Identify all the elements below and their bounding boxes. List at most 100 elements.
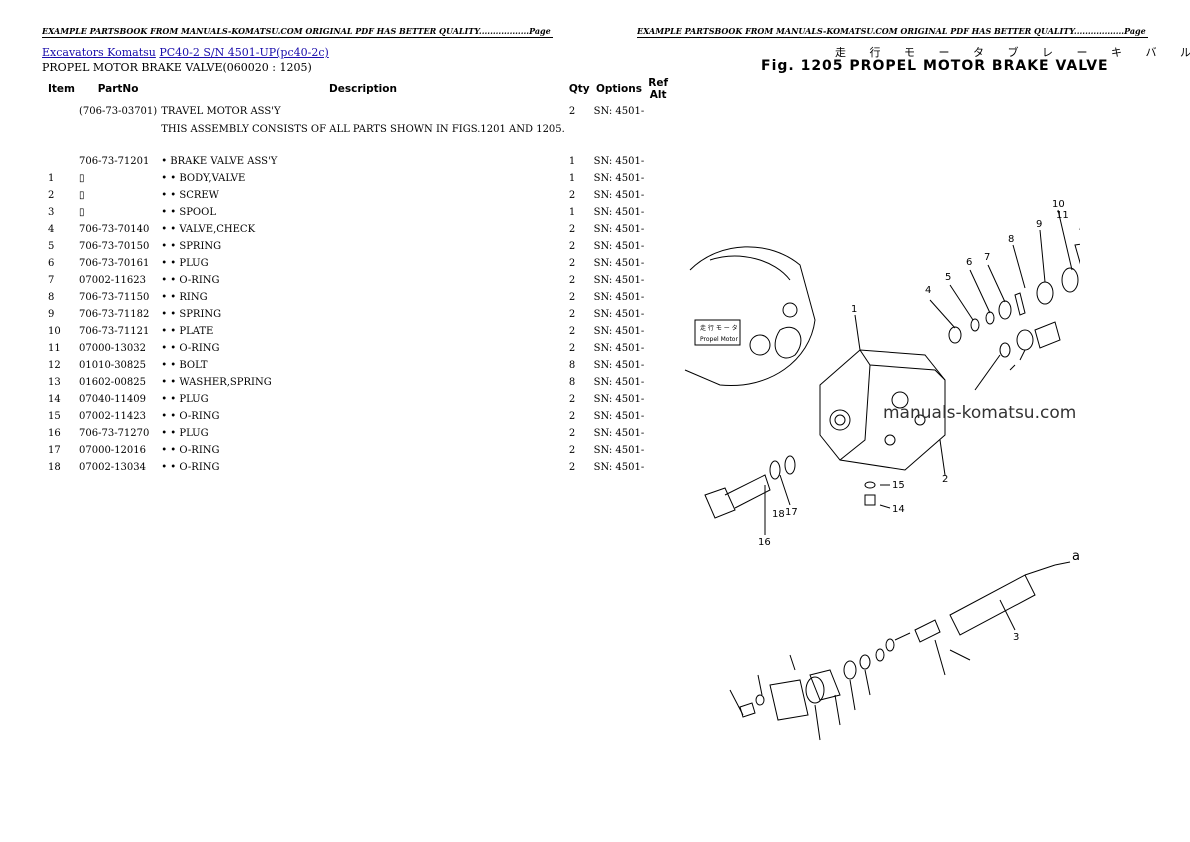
column-header-partno: PartNo bbox=[97, 83, 139, 95]
cell-partno: 706-73-71270 bbox=[79, 428, 150, 439]
cell-partno: 706-73-71182 bbox=[79, 309, 150, 320]
cell-partno: 706-73-71121 bbox=[79, 326, 150, 337]
cell-qty: 2 bbox=[568, 190, 576, 201]
breadcrumb-link-model[interactable]: PC40-2 S/N 4501-UP(pc40-2c) bbox=[159, 46, 329, 59]
cell-description: • • WASHER,SPRING bbox=[161, 377, 272, 388]
table-row: 6 706-73-70161 • • PLUG 2 SN: 4501- bbox=[42, 255, 670, 272]
page-2: EXAMPLE PARTSBOOK FROM MANUALS-KOMATSU.C… bbox=[595, 0, 1190, 842]
cell-options: SN: 4501- bbox=[593, 445, 645, 456]
leader-lines bbox=[729, 209, 1080, 741]
cell-description: • • RING bbox=[161, 292, 208, 303]
cell-partno: 706-73-71201 bbox=[79, 156, 150, 167]
cell-partno: 07000-12016 bbox=[79, 445, 147, 456]
cell-item: 11 bbox=[48, 343, 61, 354]
watermark: manuals-komatsu.com bbox=[883, 403, 1077, 423]
cell-item: 13 bbox=[48, 377, 61, 388]
cell-qty: 2 bbox=[568, 309, 576, 320]
cell-options: SN: 4501- bbox=[593, 360, 645, 371]
cell-options: SN: 4501- bbox=[593, 309, 645, 320]
cell-partno: 706-73-70150 bbox=[79, 241, 150, 252]
cell-item bbox=[42, 103, 77, 120]
cell-partno: 07002-13034 bbox=[79, 462, 147, 473]
cell-item: 12 bbox=[48, 360, 61, 371]
cell-item: 4 bbox=[48, 224, 55, 235]
cell-partno: 01010-30825 bbox=[79, 360, 147, 371]
figure-title-japanese: 走 行 モ ー タ ブ レ ー キ バ ル ブ bbox=[835, 46, 1190, 59]
cell-partno bbox=[77, 120, 159, 153]
exploded-parts-diagram: 走 行 モ ー タ Propel Motor bbox=[684, 199, 1080, 741]
parts-table: Item PartNo Description Qty Options Ref … bbox=[42, 77, 670, 476]
cell-partno: 07002-11423 bbox=[79, 411, 147, 422]
cell-qty: 2 bbox=[568, 275, 576, 286]
cell-description: • • PLUG bbox=[161, 258, 209, 269]
cell-item: 6 bbox=[48, 258, 55, 269]
valve-body bbox=[819, 349, 946, 471]
table-row: THIS ASSEMBLY CONSISTS OF ALL PARTS SHOW… bbox=[42, 120, 670, 153]
callout-4: 4 bbox=[925, 285, 931, 296]
cell-options: SN: 4501- bbox=[593, 343, 645, 354]
callout-18: 18 bbox=[772, 509, 785, 520]
lower-parts bbox=[739, 648, 885, 721]
cell-qty: 1 bbox=[568, 207, 576, 218]
cell-item: 15 bbox=[48, 411, 61, 422]
callout-10: 10 bbox=[1052, 199, 1065, 210]
cell-description: • • SPRING bbox=[161, 309, 222, 320]
callout-8: 8 bbox=[1008, 234, 1014, 245]
cell-options: SN: 4501- bbox=[593, 224, 645, 235]
page-1: EXAMPLE PARTSBOOK FROM MANUALS-KOMATSU.C… bbox=[42, 26, 668, 473]
cell-item: 14 bbox=[48, 394, 61, 405]
cell-item: 16 bbox=[48, 428, 61, 439]
cell-options: SN: 4501- bbox=[593, 156, 645, 167]
cell-qty: 2 bbox=[568, 428, 576, 439]
cell-description: • • PLUG bbox=[161, 394, 209, 405]
cell-item: 1 bbox=[48, 173, 55, 184]
callout-1: 1 bbox=[851, 304, 857, 315]
cell-partno: ▯ bbox=[79, 190, 85, 201]
motor-label-japanese: 走 行 モ ー タ bbox=[700, 324, 738, 332]
cell-description: • BRAKE VALVE ASS'Y bbox=[161, 156, 278, 167]
cell-item: 7 bbox=[48, 275, 55, 286]
cell-options: SN: 4501- bbox=[593, 394, 645, 405]
breadcrumb-link-category[interactable]: Excavators Komatsu bbox=[42, 46, 156, 59]
cell-qty: 2 bbox=[568, 411, 576, 422]
callout-2: 2 bbox=[942, 474, 948, 485]
cell-qty bbox=[567, 120, 592, 153]
table-row: 706-73-71201 • BRAKE VALVE ASS'Y 1 SN: 4501… bbox=[42, 153, 670, 170]
cell-item bbox=[42, 120, 77, 153]
cell-description: • • VALVE,CHECK bbox=[161, 224, 256, 235]
cell-partno: 706-73-70161 bbox=[79, 258, 150, 269]
column-header-item: Item bbox=[48, 83, 75, 95]
cell-description: • • BOLT bbox=[161, 360, 208, 371]
cell-qty: 2 bbox=[568, 394, 576, 405]
callout-a: a bbox=[1072, 549, 1080, 564]
cell-partno: ▯ bbox=[79, 207, 85, 218]
cell-qty: 1 bbox=[568, 156, 576, 167]
cell-description: • • O-RING bbox=[161, 445, 220, 456]
cell-options: SN: 4501- bbox=[593, 292, 645, 303]
cell-partno: 706-73-70140 bbox=[79, 224, 150, 235]
cell-options: SN: 4501- bbox=[593, 207, 645, 218]
column-header-refalt: Ref Alt bbox=[648, 77, 669, 101]
callout-15: 15 bbox=[892, 480, 905, 491]
cell-qty: 2 bbox=[568, 462, 576, 473]
cell-options: SN: 4501- bbox=[593, 258, 645, 269]
cell-partno: ▯ bbox=[79, 173, 85, 184]
cell-qty: 2 bbox=[568, 106, 576, 117]
callout-6: 6 bbox=[966, 257, 972, 268]
cell-qty: 2 bbox=[568, 258, 576, 269]
cell-options: SN: 4501- bbox=[593, 411, 645, 422]
cell-options: SN: 4501- bbox=[593, 377, 645, 388]
cell-options: SN: 4501- bbox=[593, 275, 645, 286]
cell-description: THIS ASSEMBLY CONSISTS OF ALL PARTS SHOW… bbox=[161, 124, 565, 135]
cell-options: SN: 4501- bbox=[593, 241, 645, 252]
callout-9: 9 bbox=[1036, 219, 1042, 230]
